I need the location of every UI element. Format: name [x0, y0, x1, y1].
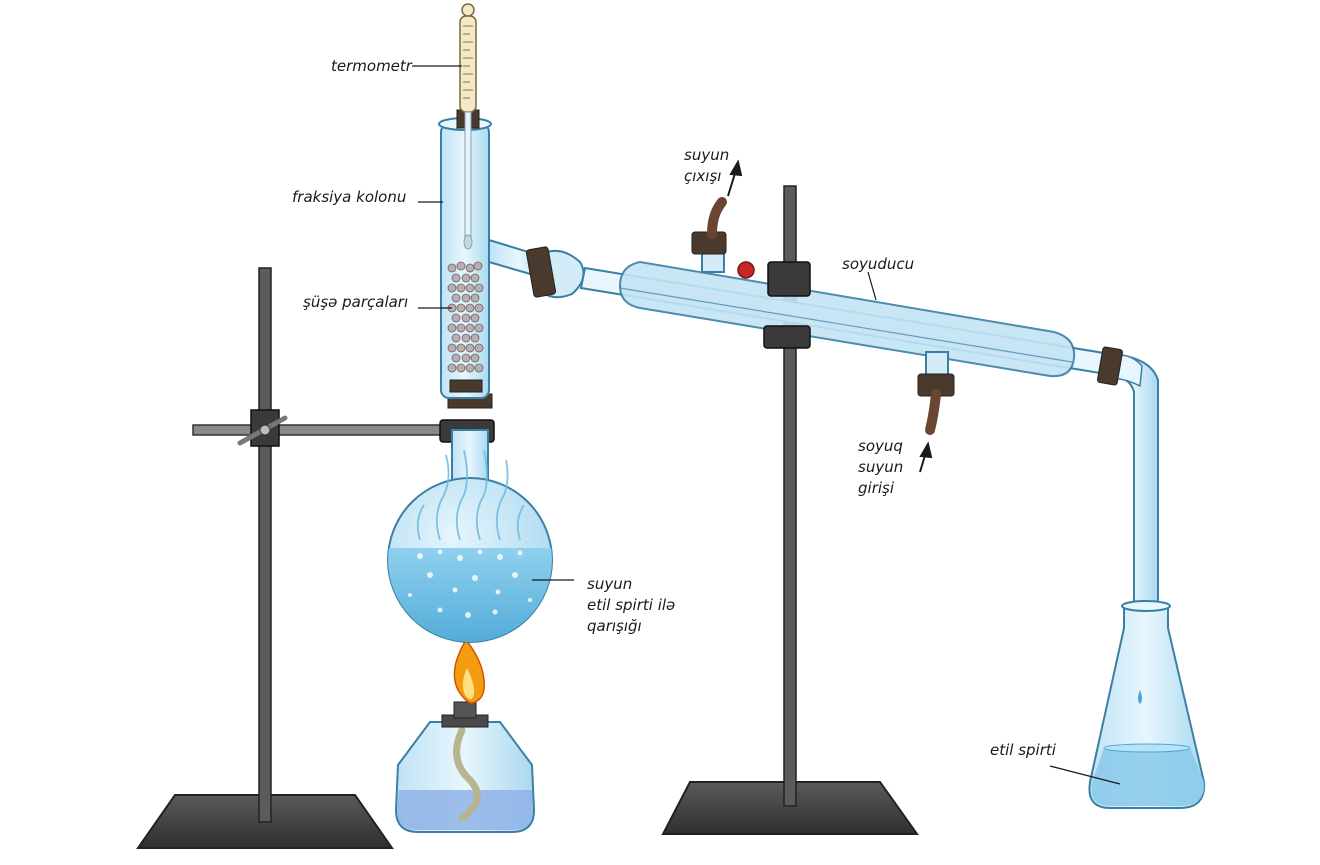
leader-lines	[412, 65, 1121, 785]
label-water-inlet-line-2: suyun	[858, 458, 904, 476]
flask-liquid	[388, 548, 552, 642]
thermometer	[459, 3, 477, 250]
label-thermometer: termometr	[331, 57, 412, 75]
condenser-clamp-bottom	[763, 325, 811, 349]
side-arm-stopper	[525, 246, 557, 298]
arrow-water-out-head	[729, 159, 743, 177]
delivery-tube	[1097, 346, 1159, 613]
label-water-inlet: soyuq suyun girişi	[858, 436, 903, 499]
water-outlet-hose	[707, 197, 727, 239]
flame-outer	[453, 638, 485, 704]
delivery-tube-glass	[1104, 352, 1159, 613]
lamp-wick	[453, 726, 481, 822]
water-inlet-hose	[925, 389, 941, 435]
label-glass-pieces: şüşə parçaları	[303, 293, 409, 311]
spirit-lamp	[394, 638, 536, 833]
thermometer-ticks	[463, 25, 473, 99]
collected-liquid	[1091, 748, 1205, 806]
leader-condenser	[867, 271, 877, 301]
lamp-fuel	[397, 790, 533, 830]
flask-bubbles	[408, 549, 532, 618]
boss-screw-knob	[259, 424, 271, 436]
label-mixture: suyun etil spirti ilə qarışığı	[587, 574, 675, 637]
thermometer-bulb	[463, 234, 473, 250]
lamp-cap	[453, 701, 477, 719]
right-stand-base	[661, 781, 919, 835]
label-mixture-line-1: suyun	[587, 575, 633, 593]
thermometer-top	[461, 3, 475, 17]
condenser-inner-line	[619, 287, 1073, 363]
drip-icon	[1138, 690, 1142, 704]
vapor-waves	[416, 449, 525, 541]
label-mixture-line-3: qarışığı	[587, 617, 642, 635]
delivery-tube-stopper	[1097, 346, 1123, 386]
column-bottom-stopper	[449, 379, 483, 393]
label-ethanol: etil spirti	[990, 741, 1056, 759]
thermometer-stem	[464, 111, 472, 241]
label-water-outlet-line-1: suyun	[684, 146, 730, 164]
liquid-surface	[1103, 743, 1191, 753]
flame-inner	[462, 668, 475, 700]
label-fractionating-column: fraksiya kolonu	[292, 188, 407, 206]
side-arm	[488, 238, 585, 299]
condenser	[579, 197, 1112, 435]
condenser-clamp-top	[767, 261, 811, 297]
flask-rim	[1121, 600, 1171, 612]
receiving-flask	[1088, 600, 1206, 809]
glass-pieces	[447, 261, 484, 373]
label-water-outlet-line-2: çıxışı	[684, 167, 722, 185]
clamp-knob-icon	[737, 261, 755, 279]
label-water-inlet-line-3: girişi	[858, 479, 895, 497]
leader-product	[1049, 765, 1121, 785]
label-condenser: soyuducu	[842, 255, 915, 273]
label-water-outlet: suyun çıxışı	[684, 145, 729, 187]
arrow-water-in-head	[919, 441, 933, 459]
left-stand	[136, 267, 495, 849]
left-stand-rod	[258, 267, 272, 823]
condenser-jacket	[618, 260, 1076, 378]
label-water-inlet-line-1: soyuq	[858, 437, 903, 455]
flow-arrows	[727, 159, 933, 473]
clamp-arm	[192, 424, 444, 436]
fractionating-column	[438, 109, 492, 399]
label-mixture-line-2: etil spirti ilə	[587, 596, 676, 614]
